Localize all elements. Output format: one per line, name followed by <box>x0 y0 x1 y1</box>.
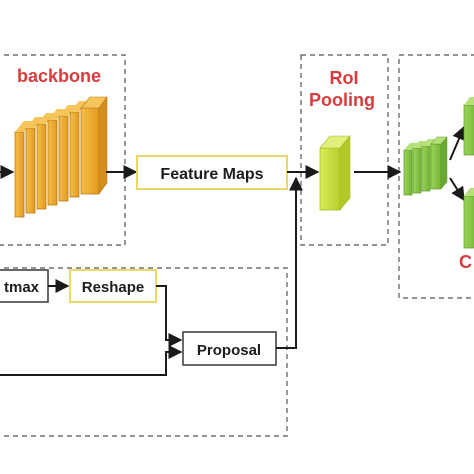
feature-maps-box <box>136 155 288 190</box>
backbone-feature-blocks <box>14 96 108 218</box>
roi-label-line2: Pooling <box>309 90 375 110</box>
reshape-to-proposal-arrow <box>156 285 183 347</box>
classifier-fc-blocks <box>403 136 448 196</box>
feature-maps-label: Feature Maps <box>160 166 263 183</box>
roi-label-line1: RoI <box>330 68 359 88</box>
roi-pooling-region <box>300 54 389 246</box>
proposal-box <box>182 331 277 366</box>
proposal-label: Proposal <box>197 342 261 359</box>
softmax-box <box>0 269 49 303</box>
rpn-region <box>0 267 288 437</box>
reshape-box <box>69 269 157 303</box>
bbox-delta-to-proposal-arrow <box>0 345 183 376</box>
backbone-region <box>0 54 126 246</box>
bbox-output-block <box>463 188 474 249</box>
backbone-label: backbone <box>17 66 101 86</box>
branch-up-arrow <box>449 125 466 161</box>
softmax-label: tmax <box>4 279 40 296</box>
proposal-to-roi-arrow <box>276 176 303 349</box>
roi-pooled-block <box>319 135 351 211</box>
reshape-label: Reshape <box>82 279 145 296</box>
branch-down-arrow <box>449 177 465 202</box>
classifier-partial-label: C <box>459 252 472 272</box>
cls-output-block <box>463 97 474 156</box>
